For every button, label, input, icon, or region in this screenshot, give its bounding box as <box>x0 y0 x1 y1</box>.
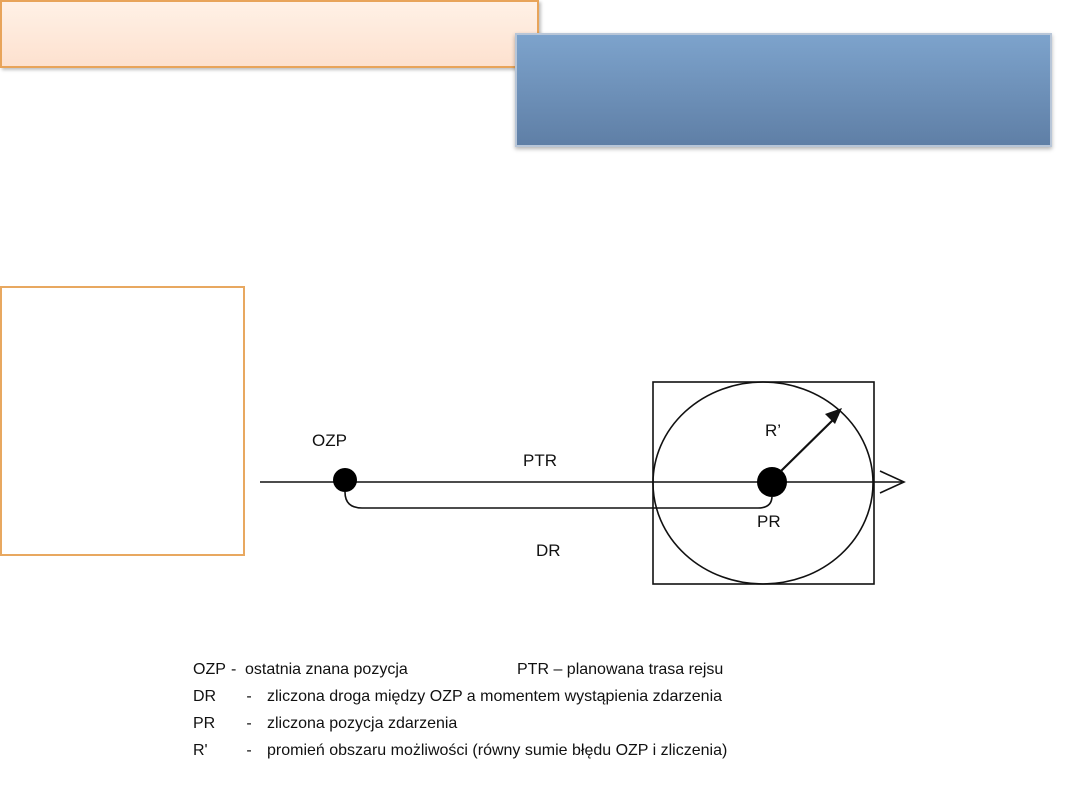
legend-desc: ostatnia znana pozycja <box>245 661 408 678</box>
ozp-point <box>333 468 357 492</box>
legend-abbr: OZP <box>193 661 226 678</box>
pr-label: PR <box>757 512 781 531</box>
legend-dash: - <box>231 661 237 678</box>
legend-row-ozp: OZP-ostatnia znana pozycja PTR – planowa… <box>193 656 913 683</box>
possibility-circle <box>652 381 874 585</box>
radius-arrowhead <box>825 408 842 424</box>
track-arrowhead <box>879 470 906 494</box>
legend-desc: zliczona pozycja zdarzenia <box>267 715 458 732</box>
header-banner <box>515 33 1052 147</box>
legend-row-radius: R' -promień obszaru możliwości (równy sum… <box>193 737 913 764</box>
legend-abbr: R' <box>193 742 208 759</box>
legend-extra-ptr: PTR – planowana trasa rejsu <box>517 661 724 678</box>
pr-point <box>757 467 787 497</box>
legend-desc: zliczona droga między OZP a momentem wys… <box>267 688 723 705</box>
legend: OZP-ostatnia znana pozycja PTR – planowa… <box>193 656 913 764</box>
dr-label: DR <box>536 541 561 560</box>
legend-desc: promień obszaru możliwości (równy sumie … <box>267 742 728 759</box>
legend-row-pr: PR -zliczona pozycja zdarzenia <box>193 710 913 737</box>
radius-label: R’ <box>765 421 781 440</box>
legend-abbr: PR <box>193 715 216 732</box>
ozp-label: OZP <box>312 431 347 450</box>
legend-dash: - <box>246 742 252 759</box>
legend-row-dr: DR -zliczona droga między OZP a momentem … <box>193 683 913 710</box>
legend-dash: - <box>246 715 252 732</box>
title-banner <box>0 0 539 68</box>
ptr-label: PTR <box>523 451 557 470</box>
legend-abbr: DR <box>193 688 217 705</box>
legend-dash: - <box>246 688 252 705</box>
radius-arrow-line <box>780 414 839 472</box>
side-text-box <box>0 286 245 556</box>
dr-brace <box>344 491 773 509</box>
